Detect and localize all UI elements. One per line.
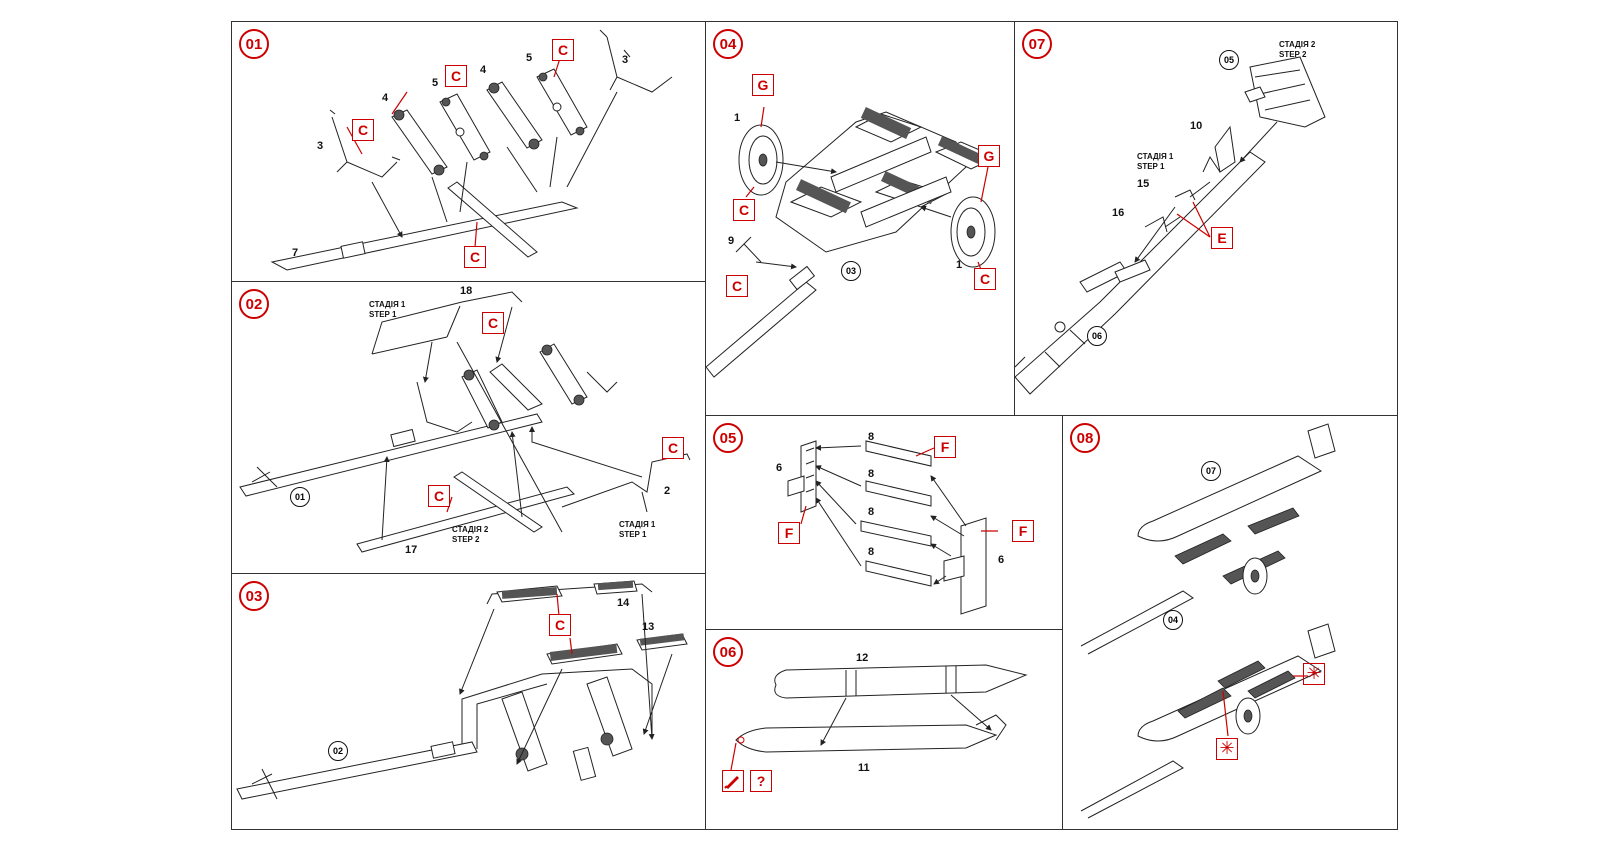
part-number: 8 — [868, 506, 875, 518]
paint-brush-icon — [722, 770, 744, 792]
subassembly-ref: 01 — [290, 487, 310, 507]
sprue-c-label: C — [428, 485, 450, 507]
panel-step-04: 04 1 9 1 03 G — [705, 21, 1015, 416]
part-number: 6 — [998, 554, 1005, 566]
sprue-f-label: F — [778, 522, 800, 544]
step-badge-01: 01 — [239, 29, 269, 59]
stage-text: СТАДІЯ 1 — [369, 300, 406, 309]
sprue-g-label: G — [978, 145, 1000, 167]
part-number: 15 — [1137, 178, 1150, 190]
sprue-c-label: C — [662, 437, 684, 459]
panel-step-06: 06 12 11 ? — [705, 629, 1063, 830]
step-07-drawing — [1015, 56, 1326, 395]
panel-step-05: 05 8 8 8 8 6 6 F F F — [705, 415, 1063, 630]
star-marker-icon: ✳ — [1216, 738, 1238, 760]
sprue-c-label: C — [726, 275, 748, 297]
part-number: 16 — [1112, 207, 1125, 219]
subassembly-ref: 03 — [841, 261, 861, 281]
panel-step-01: 01 3 4 5 4 — [231, 21, 706, 282]
part-number: 17 — [405, 544, 418, 556]
star-marker-icon: ✳ — [1303, 663, 1325, 685]
subassembly-ref: 04 — [1163, 610, 1183, 630]
sprue-c-label: C — [482, 312, 504, 334]
step-badge-07: 07 — [1022, 29, 1052, 59]
sprue-f-label: F — [1012, 520, 1034, 542]
sprue-c-label: C — [445, 65, 467, 87]
step-03-drawing — [236, 580, 688, 800]
part-number: 14 — [617, 597, 630, 609]
step-text: STEP 2 — [1279, 50, 1307, 59]
part-number: 7 — [292, 247, 299, 259]
part-number: 4 — [480, 64, 487, 76]
part-number: 1 — [734, 112, 741, 124]
sprue-c-label: C — [974, 268, 996, 290]
part-number: 4 — [382, 92, 389, 104]
part-number: 5 — [432, 77, 439, 89]
step-text: STEP 1 — [1137, 162, 1165, 171]
part-number: 8 — [868, 431, 875, 443]
subassembly-ref: 02 — [328, 741, 348, 761]
stage-text: СТАДІЯ 2 — [1279, 40, 1316, 49]
part-number: 9 — [728, 235, 735, 247]
step-02-drawing — [239, 291, 691, 553]
part-number: 18 — [460, 285, 473, 297]
step-badge-04: 04 — [713, 29, 743, 59]
step-badge-05: 05 — [713, 423, 743, 453]
sprue-c-label: C — [733, 199, 755, 221]
sprue-c-label: C — [352, 119, 374, 141]
step-text: STEP 2 — [452, 535, 480, 544]
step-04-drawing — [706, 106, 998, 378]
part-number: 8 — [868, 468, 875, 480]
sprue-e-label: E — [1211, 227, 1233, 249]
subassembly-ref: 05 — [1219, 50, 1239, 70]
step-08-drawing — [1080, 423, 1336, 819]
question-icon: ? — [750, 770, 772, 792]
sprue-c-label: C — [464, 246, 486, 268]
part-number: 1 — [956, 259, 963, 271]
step-badge-08: 08 — [1070, 423, 1100, 453]
part-number: 3 — [317, 140, 324, 152]
stage-text: СТАДІЯ 2 — [452, 525, 489, 534]
part-number: 8 — [868, 546, 875, 558]
part-number: 3 — [622, 54, 629, 66]
part-number: 13 — [642, 621, 655, 633]
step-badge-06: 06 — [713, 637, 743, 667]
sprue-c-label: C — [549, 614, 571, 636]
paint-brush-glyph — [724, 776, 739, 789]
panel-step-03: 03 14 13 02 C — [231, 573, 706, 830]
part-number: 11 — [858, 762, 870, 774]
stage-text: СТАДІЯ 1 — [1137, 152, 1174, 161]
step-text: STEP 1 — [369, 310, 397, 319]
sprue-f-label: F — [934, 436, 956, 458]
subassembly-ref: 07 — [1201, 461, 1221, 481]
part-number: 10 — [1190, 120, 1203, 132]
part-number: 2 — [664, 485, 671, 497]
part-number: 12 — [856, 652, 869, 664]
part-number: 5 — [526, 52, 533, 64]
step-badge-03: 03 — [239, 581, 269, 611]
panel-step-08: 08 07 04 ✳ ✳ — [1062, 415, 1398, 830]
sprue-c-label: C — [552, 39, 574, 61]
step-01-drawing — [270, 29, 673, 271]
sprue-g-label: G — [752, 74, 774, 96]
stage-text: СТАДІЯ 1 — [619, 520, 656, 529]
part-number: 6 — [776, 462, 783, 474]
step-badge-02: 02 — [239, 289, 269, 319]
step-text: STEP 1 — [619, 530, 647, 539]
subassembly-ref: 06 — [1087, 326, 1107, 346]
step-05-drawing — [787, 440, 998, 615]
step-06-drawing — [730, 664, 1028, 771]
